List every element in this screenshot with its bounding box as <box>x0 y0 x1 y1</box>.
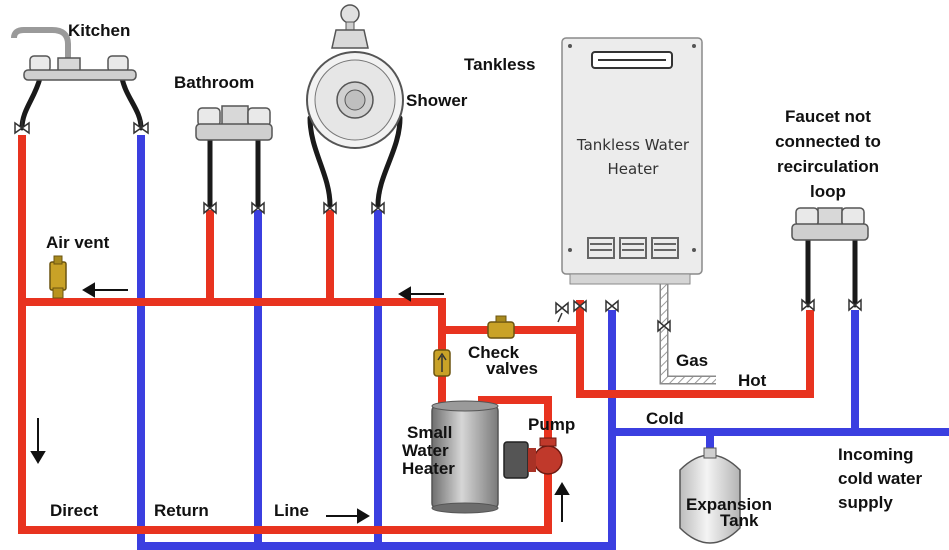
label-shower: Shower <box>406 91 468 110</box>
valve-icons <box>14 120 862 333</box>
valve-icon <box>848 298 862 312</box>
expansion-tank-icon <box>679 447 741 544</box>
hot-pipe-check-line <box>442 310 814 398</box>
unconnected-faucet-icon <box>791 207 869 241</box>
arrow-icon <box>326 508 370 524</box>
label-direct: Direct <box>50 501 99 520</box>
relief-valve-icon <box>555 301 569 323</box>
label-expansion: Expansion <box>686 495 772 514</box>
label-valves: valves <box>486 359 538 378</box>
label-tankless-heater-2: Heater <box>608 160 660 178</box>
valve-icon <box>251 201 265 215</box>
pump-icon <box>503 437 563 479</box>
check-valve-icon <box>433 349 451 377</box>
label-air-vent: Air vent <box>46 233 110 252</box>
label-gas: Gas <box>676 351 708 370</box>
label-tankless: Tankless <box>464 55 536 74</box>
label-hot: Hot <box>738 371 767 390</box>
bathroom-faucet-icon <box>195 105 273 141</box>
label-incoming-cold-3: supply <box>838 493 893 512</box>
valve-icon <box>371 201 385 215</box>
air-vent-icon <box>49 255 67 299</box>
label-cold: Cold <box>646 409 684 428</box>
tankless-water-heater-icon <box>561 37 703 285</box>
valve-icon <box>801 298 815 312</box>
label-small-water-heater-3: Heater <box>402 459 455 478</box>
label-bathroom: Bathroom <box>174 73 254 92</box>
label-faucet-note-2: connected to <box>775 132 881 151</box>
arrow-icon <box>554 482 570 522</box>
valve-icon <box>323 201 337 215</box>
hot-pipes <box>18 135 814 534</box>
label-check: Check <box>468 343 520 362</box>
label-small-water-heater-2: Water <box>402 441 449 460</box>
label-faucet-note-3: recirculation <box>777 157 879 176</box>
label-line: Line <box>274 501 309 520</box>
gas-pipe <box>659 282 716 385</box>
label-incoming-cold-1: Incoming <box>838 445 914 464</box>
valve-icon <box>657 319 671 333</box>
valve-icon <box>605 299 619 313</box>
arrow-icon <box>30 418 46 464</box>
label-faucet-note-4: loop <box>810 182 846 201</box>
valve-icon <box>203 201 217 215</box>
label-pump: Pump <box>528 415 575 434</box>
check-valve-icon <box>487 315 515 339</box>
shower-valve-icon <box>306 51 404 149</box>
shower-head-icon <box>331 4 369 49</box>
kitchen-faucet-icon <box>11 27 137 81</box>
supply-hoses <box>19 75 858 308</box>
arrow-icon <box>82 282 128 298</box>
label-return: Return <box>154 501 209 520</box>
valve-icon <box>573 299 587 313</box>
label-incoming-cold-2: cold water <box>838 469 922 488</box>
cold-pipes <box>137 135 949 550</box>
valve-icon <box>14 120 30 135</box>
label-small-water-heater-1: Small <box>407 423 452 442</box>
label-tank: Tank <box>720 511 759 530</box>
valve-icon <box>133 120 149 135</box>
label-faucet-note-1: Faucet not <box>785 107 871 126</box>
arrow-icon <box>398 286 444 302</box>
water-heater-icon <box>431 400 499 514</box>
label-kitchen: Kitchen <box>68 21 130 40</box>
label-tankless-heater-1: Tankless Water <box>576 136 690 154</box>
